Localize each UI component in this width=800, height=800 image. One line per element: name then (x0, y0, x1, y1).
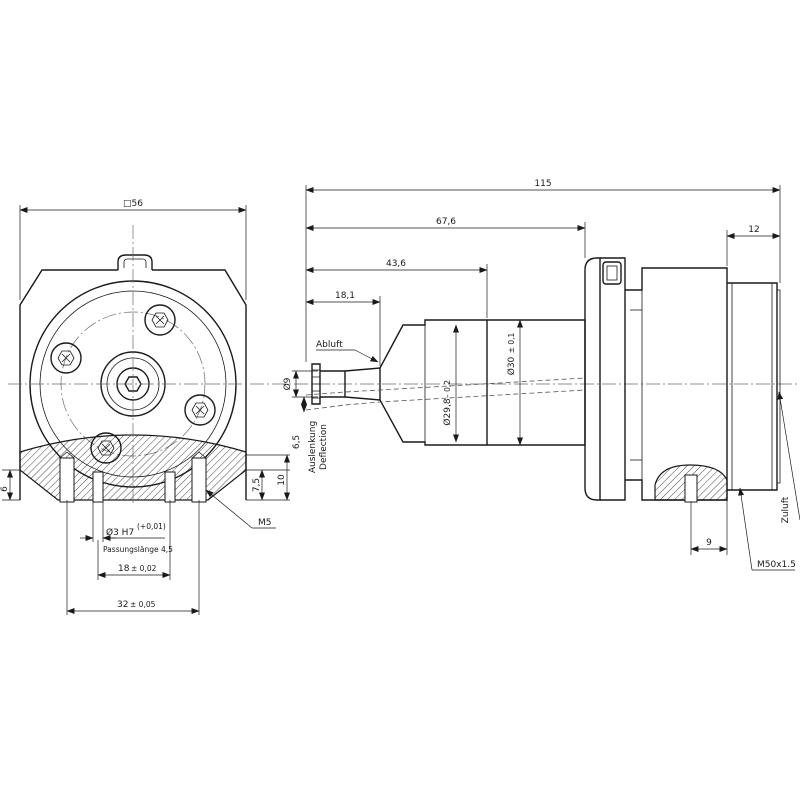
deflected-shaft (305, 377, 586, 396)
deflection-en-label: Deflection (319, 424, 329, 470)
dim-10-label: 10 (277, 474, 287, 486)
length-67-6-label: 67,6 (436, 217, 456, 227)
exhaust-label: Abluft (316, 340, 343, 350)
dim-7-5-label: 7,5 (252, 478, 262, 492)
total-length-label: 115 (534, 179, 551, 189)
hole-spacing-tol-label: ± 0,02 (131, 564, 157, 573)
deflection-de-label: Auslenkung (308, 421, 318, 473)
front-flange-outline (19, 269, 247, 500)
fit-length-label: Passungslänge 4,5 (103, 545, 173, 554)
neck-dia-tol-label: – 0,2 (443, 380, 452, 398)
hole-spacing-label: 18 (118, 564, 130, 574)
shaft (320, 370, 346, 398)
retaining-clip (117, 254, 153, 270)
side-flange (584, 257, 601, 501)
outer-spacing-tol-label: ± 0,05 (130, 600, 156, 609)
threaded-nut (727, 282, 778, 491)
supply-leader (777, 391, 800, 521)
housing (625, 267, 728, 501)
body-dia-label: Ø30 (506, 356, 517, 375)
shaft-dia-label: Ø9 (282, 377, 293, 390)
side-clip (602, 261, 622, 285)
section-holes (59, 451, 207, 503)
thread-label: M50x1.5 (757, 560, 796, 570)
length-43-6-label: 43,6 (386, 259, 406, 269)
thread-leader (738, 487, 753, 571)
thread-m5-label: M5 (258, 518, 272, 528)
deflection-value-label: 6,5 (292, 435, 302, 449)
length-12-label: 12 (748, 225, 759, 235)
side-view: 115 67,6 43,6 18,1 12 9 Abluft Ø9 6 (282, 179, 800, 571)
shaft-cone (379, 319, 488, 446)
outer-spacing-label: 32 (117, 600, 128, 610)
supply-label: Zuluft (781, 496, 791, 523)
m5-leader (205, 489, 253, 529)
front-view: □56 6 7,5 10 M5 Ø3 H7 (+0,01) Passungslä… (0, 199, 800, 615)
body-dia-tol-label: ± 0,1 (507, 332, 516, 353)
length-18-1-label: 18,1 (335, 291, 355, 301)
neck-dia-label: Ø29,8 (442, 398, 453, 425)
bore-tol-label: (+0,01) (137, 522, 166, 531)
width-dim-label: □56 (123, 199, 143, 209)
dim-6-label: 6 (0, 486, 10, 492)
length-9-label: 9 (706, 538, 712, 548)
bore-label: Ø3 H7 (106, 527, 134, 538)
